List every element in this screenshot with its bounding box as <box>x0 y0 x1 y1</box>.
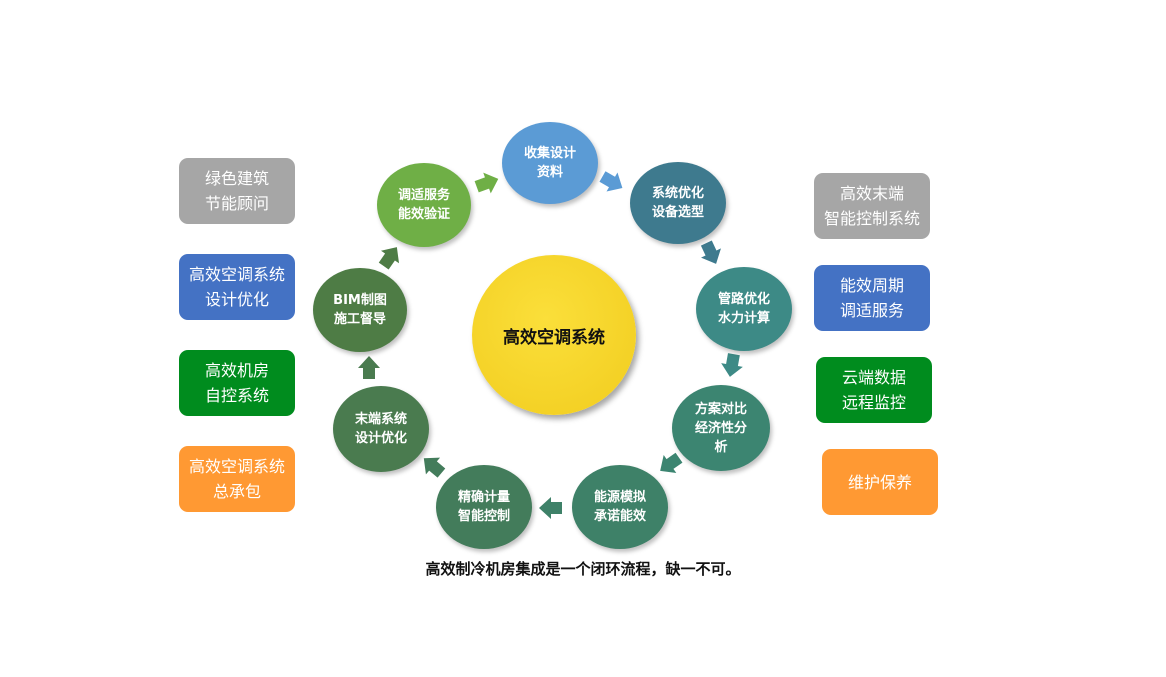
arrow-6 <box>539 497 562 519</box>
cycle-node-system-optimization: 系统优化 设备选型 <box>630 162 726 244</box>
left-box-machine-room-autocontrol: 高效机房 自控系统 <box>179 350 295 416</box>
left-box-hvac-general-contract: 高效空调系统 总承包 <box>179 446 295 512</box>
cycle-node-terminal-design: 末端系统 设计优化 <box>333 386 429 472</box>
arrow-4 <box>721 353 743 377</box>
right-box-cloud-remote-monitoring: 云端数据 远程监控 <box>816 357 932 423</box>
arrow-7 <box>423 457 446 478</box>
right-box-terminal-smart-control: 高效末端 智能控制系统 <box>814 173 930 239</box>
right-box-maintenance: 维护保养 <box>822 449 938 515</box>
cycle-node-collect-design-data: 收集设计 资料 <box>502 122 598 204</box>
center-label: 高效空调系统 <box>503 327 605 348</box>
left-box-green-building-consulting: 绿色建筑 节能顾问 <box>179 158 295 224</box>
arrow-5 <box>660 452 683 474</box>
arrow-8 <box>358 356 380 379</box>
cycle-node-commissioning-verification: 调适服务 能效验证 <box>377 163 471 247</box>
cycle-node-metering-control: 精确计量 智能控制 <box>436 465 532 549</box>
arrow-2 <box>599 171 623 192</box>
cycle-node-energy-simulation: 能源模拟 承诺能效 <box>572 465 668 549</box>
left-box-hvac-design-optimization: 高效空调系统 设计优化 <box>179 254 295 320</box>
center-hvac-system: 高效空调系统 <box>472 255 636 415</box>
right-box-efficiency-commissioning: 能效周期 调适服务 <box>814 265 930 331</box>
arrow-1 <box>474 172 499 194</box>
cycle-node-scheme-comparison: 方案对比 经济性分 析 <box>672 385 770 471</box>
arrow-3 <box>700 240 721 264</box>
cycle-node-pipe-optimization: 管路优化 水力计算 <box>696 267 792 351</box>
caption: 高效制冷机房集成是一个闭环流程，缺一不可。 <box>425 560 741 578</box>
arrow-9 <box>378 247 400 270</box>
cycle-node-bim-construction: BIM制图 施工督导 <box>313 268 407 352</box>
